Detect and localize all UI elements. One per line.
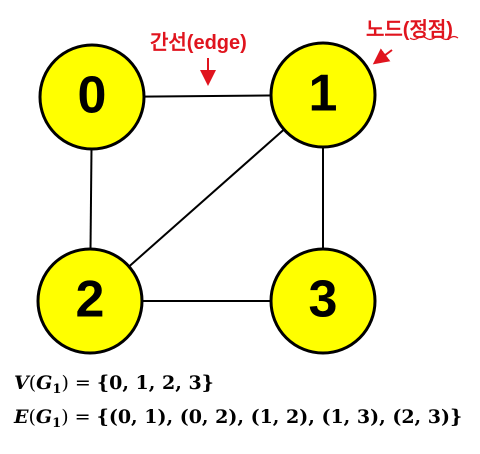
vertex-set-graph: G <box>36 372 53 394</box>
vertex-set-symbol: V <box>14 372 29 394</box>
node-label-0: 0 <box>78 67 107 125</box>
edge-annotation-label: 간선(edge) <box>150 31 247 54</box>
vertex-set-formula: V(G1) = {0, 1, 2, 3} <box>14 372 214 397</box>
spellcheck-underline <box>409 35 459 41</box>
vertex-set-values: {0, 1, 2, 3} <box>96 372 214 394</box>
node-2: 2 <box>36 247 144 355</box>
node-circle-0 <box>38 43 146 151</box>
edge-set-subscript: 1 <box>52 416 62 431</box>
node-1: 1 <box>269 41 377 149</box>
node-annotation-label: 노드(정점) <box>366 18 453 41</box>
node-circle-1 <box>269 41 377 149</box>
nodes-layer: 0 1 2 3 <box>36 41 377 355</box>
node-3: 3 <box>269 247 377 355</box>
node-circle-3 <box>269 247 377 355</box>
edge-set-values: {(0, 1), (0, 2), (1, 2), (1, 3), (2, 3)} <box>96 406 463 428</box>
node-annotation-arrow <box>372 48 393 65</box>
node-label-3: 3 <box>309 271 338 329</box>
vertex-set-subscript: 1 <box>52 382 62 397</box>
edge-set-formula: E(G1) = {(0, 1), (0, 2), (1, 2), (1, 3),… <box>14 406 463 431</box>
edge-set-symbol: E <box>14 406 29 428</box>
node-circle-2 <box>36 247 144 355</box>
node-label-2: 2 <box>76 271 105 329</box>
edge-set-graph: G <box>35 406 53 428</box>
node-0: 0 <box>38 43 146 151</box>
node-label-1: 1 <box>309 65 338 123</box>
